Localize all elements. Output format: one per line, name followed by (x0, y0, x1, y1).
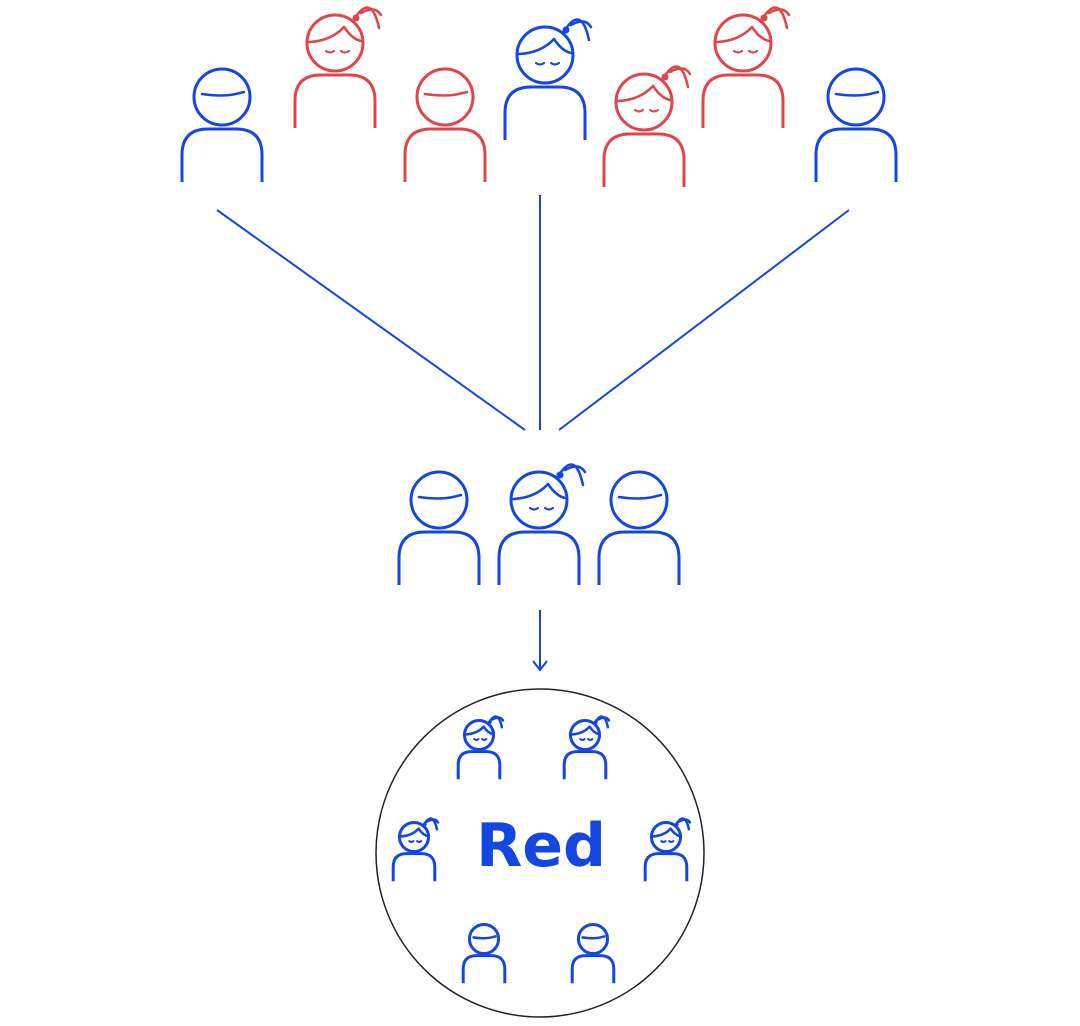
person-icon (643, 817, 692, 882)
person-icon (391, 817, 440, 882)
top-group (180, 6, 898, 187)
person-icon (180, 67, 264, 182)
person-icon (461, 922, 507, 984)
person-icon (293, 6, 383, 128)
circle-label: Red (476, 811, 606, 881)
person-icon (701, 6, 791, 128)
person-icon (497, 463, 587, 585)
person-icon (570, 922, 616, 984)
selected-group (397, 463, 681, 585)
person-icon (814, 67, 898, 182)
person-icon (602, 65, 692, 187)
person-icon (456, 715, 505, 780)
person-icon (597, 470, 681, 585)
group-circle-outline (375, 688, 705, 1018)
person-icon (562, 715, 611, 780)
person-icon (397, 470, 481, 585)
selection-line-left (216, 209, 526, 431)
person-icon (403, 67, 487, 182)
selection-lines (216, 195, 850, 431)
selection-line-right (558, 209, 850, 431)
person-icon (503, 18, 593, 140)
arrow-down-icon (532, 610, 548, 672)
group-circle: Red (375, 688, 705, 1018)
